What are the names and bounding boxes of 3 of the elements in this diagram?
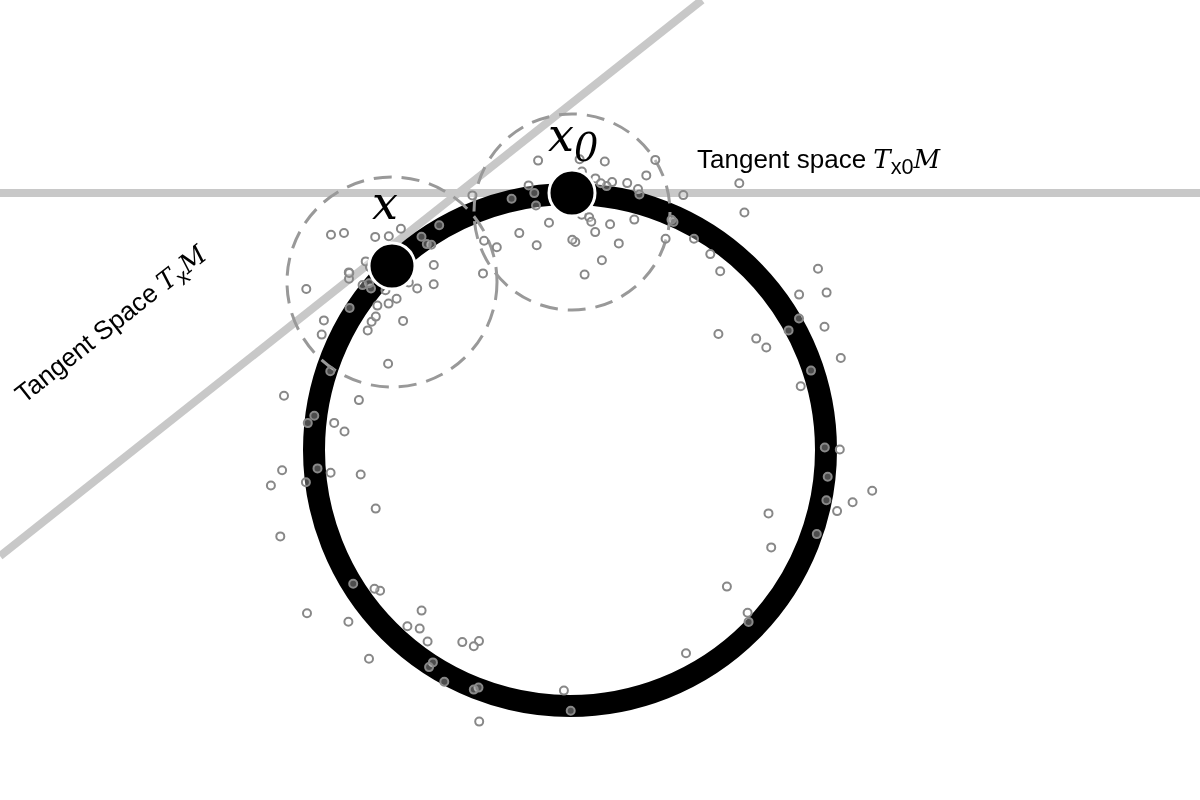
- point-label: x: [372, 180, 398, 226]
- point-label: x$_{0}$: [548, 112, 599, 168]
- tangent-space-label: Tangent space T$_{x0}$M: [697, 146, 941, 178]
